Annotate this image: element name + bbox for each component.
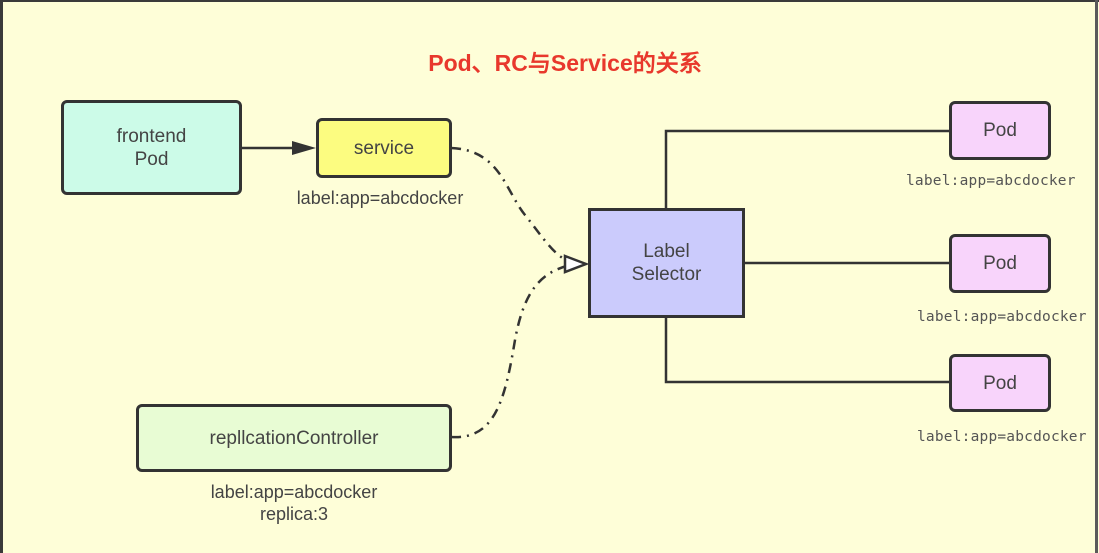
edge-selector-to-pod-1 xyxy=(664,129,950,208)
pod-label-caption: label:app=abcdocker xyxy=(917,309,1087,325)
frontend-pod-label: frontend Pod xyxy=(116,125,187,170)
frame-border-top xyxy=(0,0,1099,2)
rc-replica-caption: replica:3 xyxy=(259,504,329,524)
service-label: service xyxy=(353,137,415,159)
label-selector-node[interactable]: Label Selector xyxy=(588,208,745,318)
edge-selector-to-pod-3 xyxy=(664,317,950,384)
edge-rc-to-selector xyxy=(450,262,576,439)
replication-controller-node[interactable]: repllcationController xyxy=(136,404,452,472)
pod-node[interactable]: Pod xyxy=(949,101,1051,160)
rc-label-caption: label:app=abcdocker xyxy=(210,482,378,502)
pod-label-caption: label:app=abcdocker xyxy=(917,429,1087,445)
pod-node[interactable]: Pod xyxy=(949,354,1051,412)
pod-label: Pod xyxy=(983,372,1017,394)
pod-node[interactable]: Pod xyxy=(949,234,1051,293)
arrowhead-hollow xyxy=(563,254,590,274)
service-node[interactable]: service xyxy=(316,118,452,178)
service-label-caption: label:app=abcdocker xyxy=(296,188,464,208)
arrowhead-filled xyxy=(292,141,316,155)
edge-service-to-selector xyxy=(450,146,576,266)
frame-border-right xyxy=(1095,0,1098,553)
pod-label-caption: label:app=abcdocker xyxy=(906,173,1076,189)
frontend-pod-node[interactable]: frontend Pod xyxy=(61,100,242,195)
replication-controller-label: repllcationController xyxy=(209,427,379,449)
label-selector-label: Label Selector xyxy=(631,241,702,285)
pod-label: Pod xyxy=(983,253,1017,274)
pod-label: Pod xyxy=(983,120,1017,141)
diagram-title: Pod、RC与Service的关系 xyxy=(428,50,702,76)
frame-border-left xyxy=(0,0,3,553)
